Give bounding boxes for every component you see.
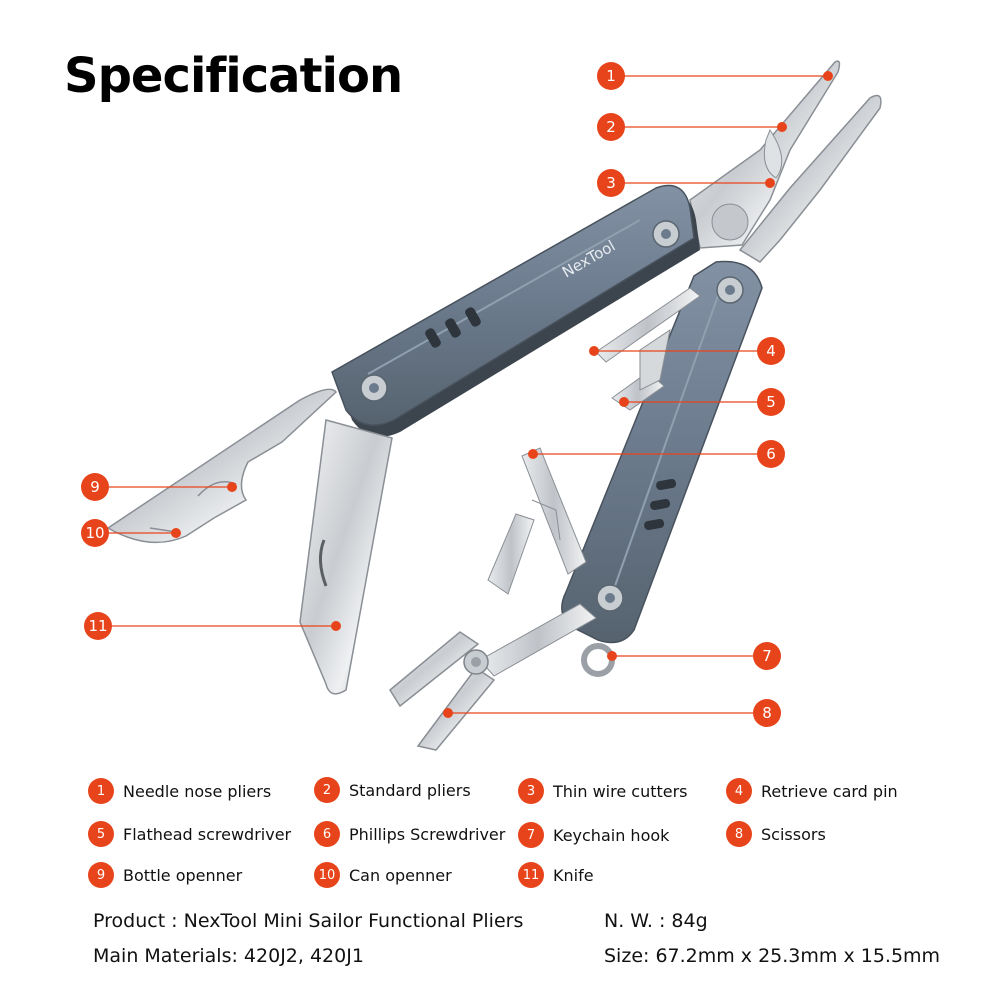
page-title: Specification xyxy=(64,48,402,104)
legend-label: Keychain hook xyxy=(553,825,670,845)
opener-blade xyxy=(106,388,338,544)
legend-number: 1 xyxy=(88,778,114,804)
legend-item-retrieve-card-pin: 4 Retrieve card pin xyxy=(726,776,898,806)
phillips-screwdriver xyxy=(521,447,587,575)
legend-item-knife: 11 Knife xyxy=(518,860,594,890)
callout-number-3: 3 xyxy=(606,174,616,192)
legend-label: Flathead screwdriver xyxy=(123,824,292,844)
callouts: 1 2 3 4 5 6 7 8 xyxy=(81,62,833,727)
callout-badge-1 xyxy=(597,62,625,90)
legend-label: Can openner xyxy=(349,865,452,885)
legend-number: 9 xyxy=(88,862,114,888)
lower-handle xyxy=(561,260,763,644)
upper-handle: NexTool xyxy=(331,184,700,437)
legend-number: 8 xyxy=(726,821,752,847)
legend-item-phillips-screwdriver: 6 Phillips Screwdriver xyxy=(314,819,505,849)
legend-number: 11 xyxy=(518,862,544,888)
callout-number-5: 5 xyxy=(766,393,776,411)
callout-badge-11 xyxy=(84,612,112,640)
legend-item-bottle-openner: 9 Bottle openner xyxy=(88,860,242,890)
callout-number-10: 10 xyxy=(85,524,104,542)
legend-number: 3 xyxy=(518,778,544,804)
callout-badge-10 xyxy=(81,519,109,547)
callout-badge-6 xyxy=(757,440,785,468)
legend-number: 6 xyxy=(314,821,340,847)
legend-label: Retrieve card pin xyxy=(761,781,898,801)
scissors xyxy=(389,513,615,751)
legend-item-flathead-screwdriver: 5 Flathead screwdriver xyxy=(88,819,291,849)
legend-number: 5 xyxy=(88,821,114,847)
callout-number-11: 11 xyxy=(88,617,107,635)
legend-item-scissors: 8 Scissors xyxy=(726,819,826,849)
legend-label: Needle nose pliers xyxy=(123,781,272,801)
legend-item-needle-nose-pliers: 1 Needle nose pliers xyxy=(88,776,271,806)
callout-badge-2 xyxy=(597,113,625,141)
callout-number-1: 1 xyxy=(606,67,616,85)
callout-badge-8 xyxy=(753,699,781,727)
callout-number-2: 2 xyxy=(606,118,616,136)
plier-jaws xyxy=(689,60,882,263)
legend-item-can-openner: 10 Can openner xyxy=(314,860,452,890)
callout-number-7: 7 xyxy=(762,647,772,665)
callout-badge-7 xyxy=(753,642,781,670)
legend-label: Knife xyxy=(553,865,594,885)
product-size: Size: 67.2mm x 25.3mm x 15.5mm xyxy=(604,945,941,967)
legend-label: Phillips Screwdriver xyxy=(349,824,506,844)
callout-number-4: 4 xyxy=(766,342,776,360)
legend-item-standard-pliers: 2 Standard pliers xyxy=(314,775,471,805)
legend-number: 10 xyxy=(314,862,340,888)
legend-item-keychain-hook: 7 Keychain hook xyxy=(518,820,669,850)
legend-label: Scissors xyxy=(761,824,826,844)
knife-blade xyxy=(299,419,393,695)
legend-number: 7 xyxy=(518,822,544,848)
callout-badge-5 xyxy=(757,388,785,416)
callout-badge-3 xyxy=(597,169,625,197)
legend-item-thin-wire-cutters: 3 Thin wire cutters xyxy=(518,776,688,806)
legend-label: Thin wire cutters xyxy=(553,781,688,801)
callout-number-9: 9 xyxy=(90,478,100,496)
legend-number: 2 xyxy=(314,777,340,803)
net-weight: N. W. : 84g xyxy=(604,910,708,932)
callout-badge-9 xyxy=(81,473,109,501)
main-materials: Main Materials: 420J2, 420J1 xyxy=(93,945,364,967)
legend-label: Standard pliers xyxy=(349,780,471,800)
product-name: Product : NexTool Mini Sailor Functional… xyxy=(93,910,524,932)
callout-number-6: 6 xyxy=(766,445,776,463)
callout-badge-4 xyxy=(757,337,785,365)
legend-label: Bottle openner xyxy=(123,865,243,885)
callout-number-8: 8 xyxy=(762,704,772,722)
card-pin-and-screwdriver xyxy=(595,287,701,411)
legend-number: 4 xyxy=(726,778,752,804)
